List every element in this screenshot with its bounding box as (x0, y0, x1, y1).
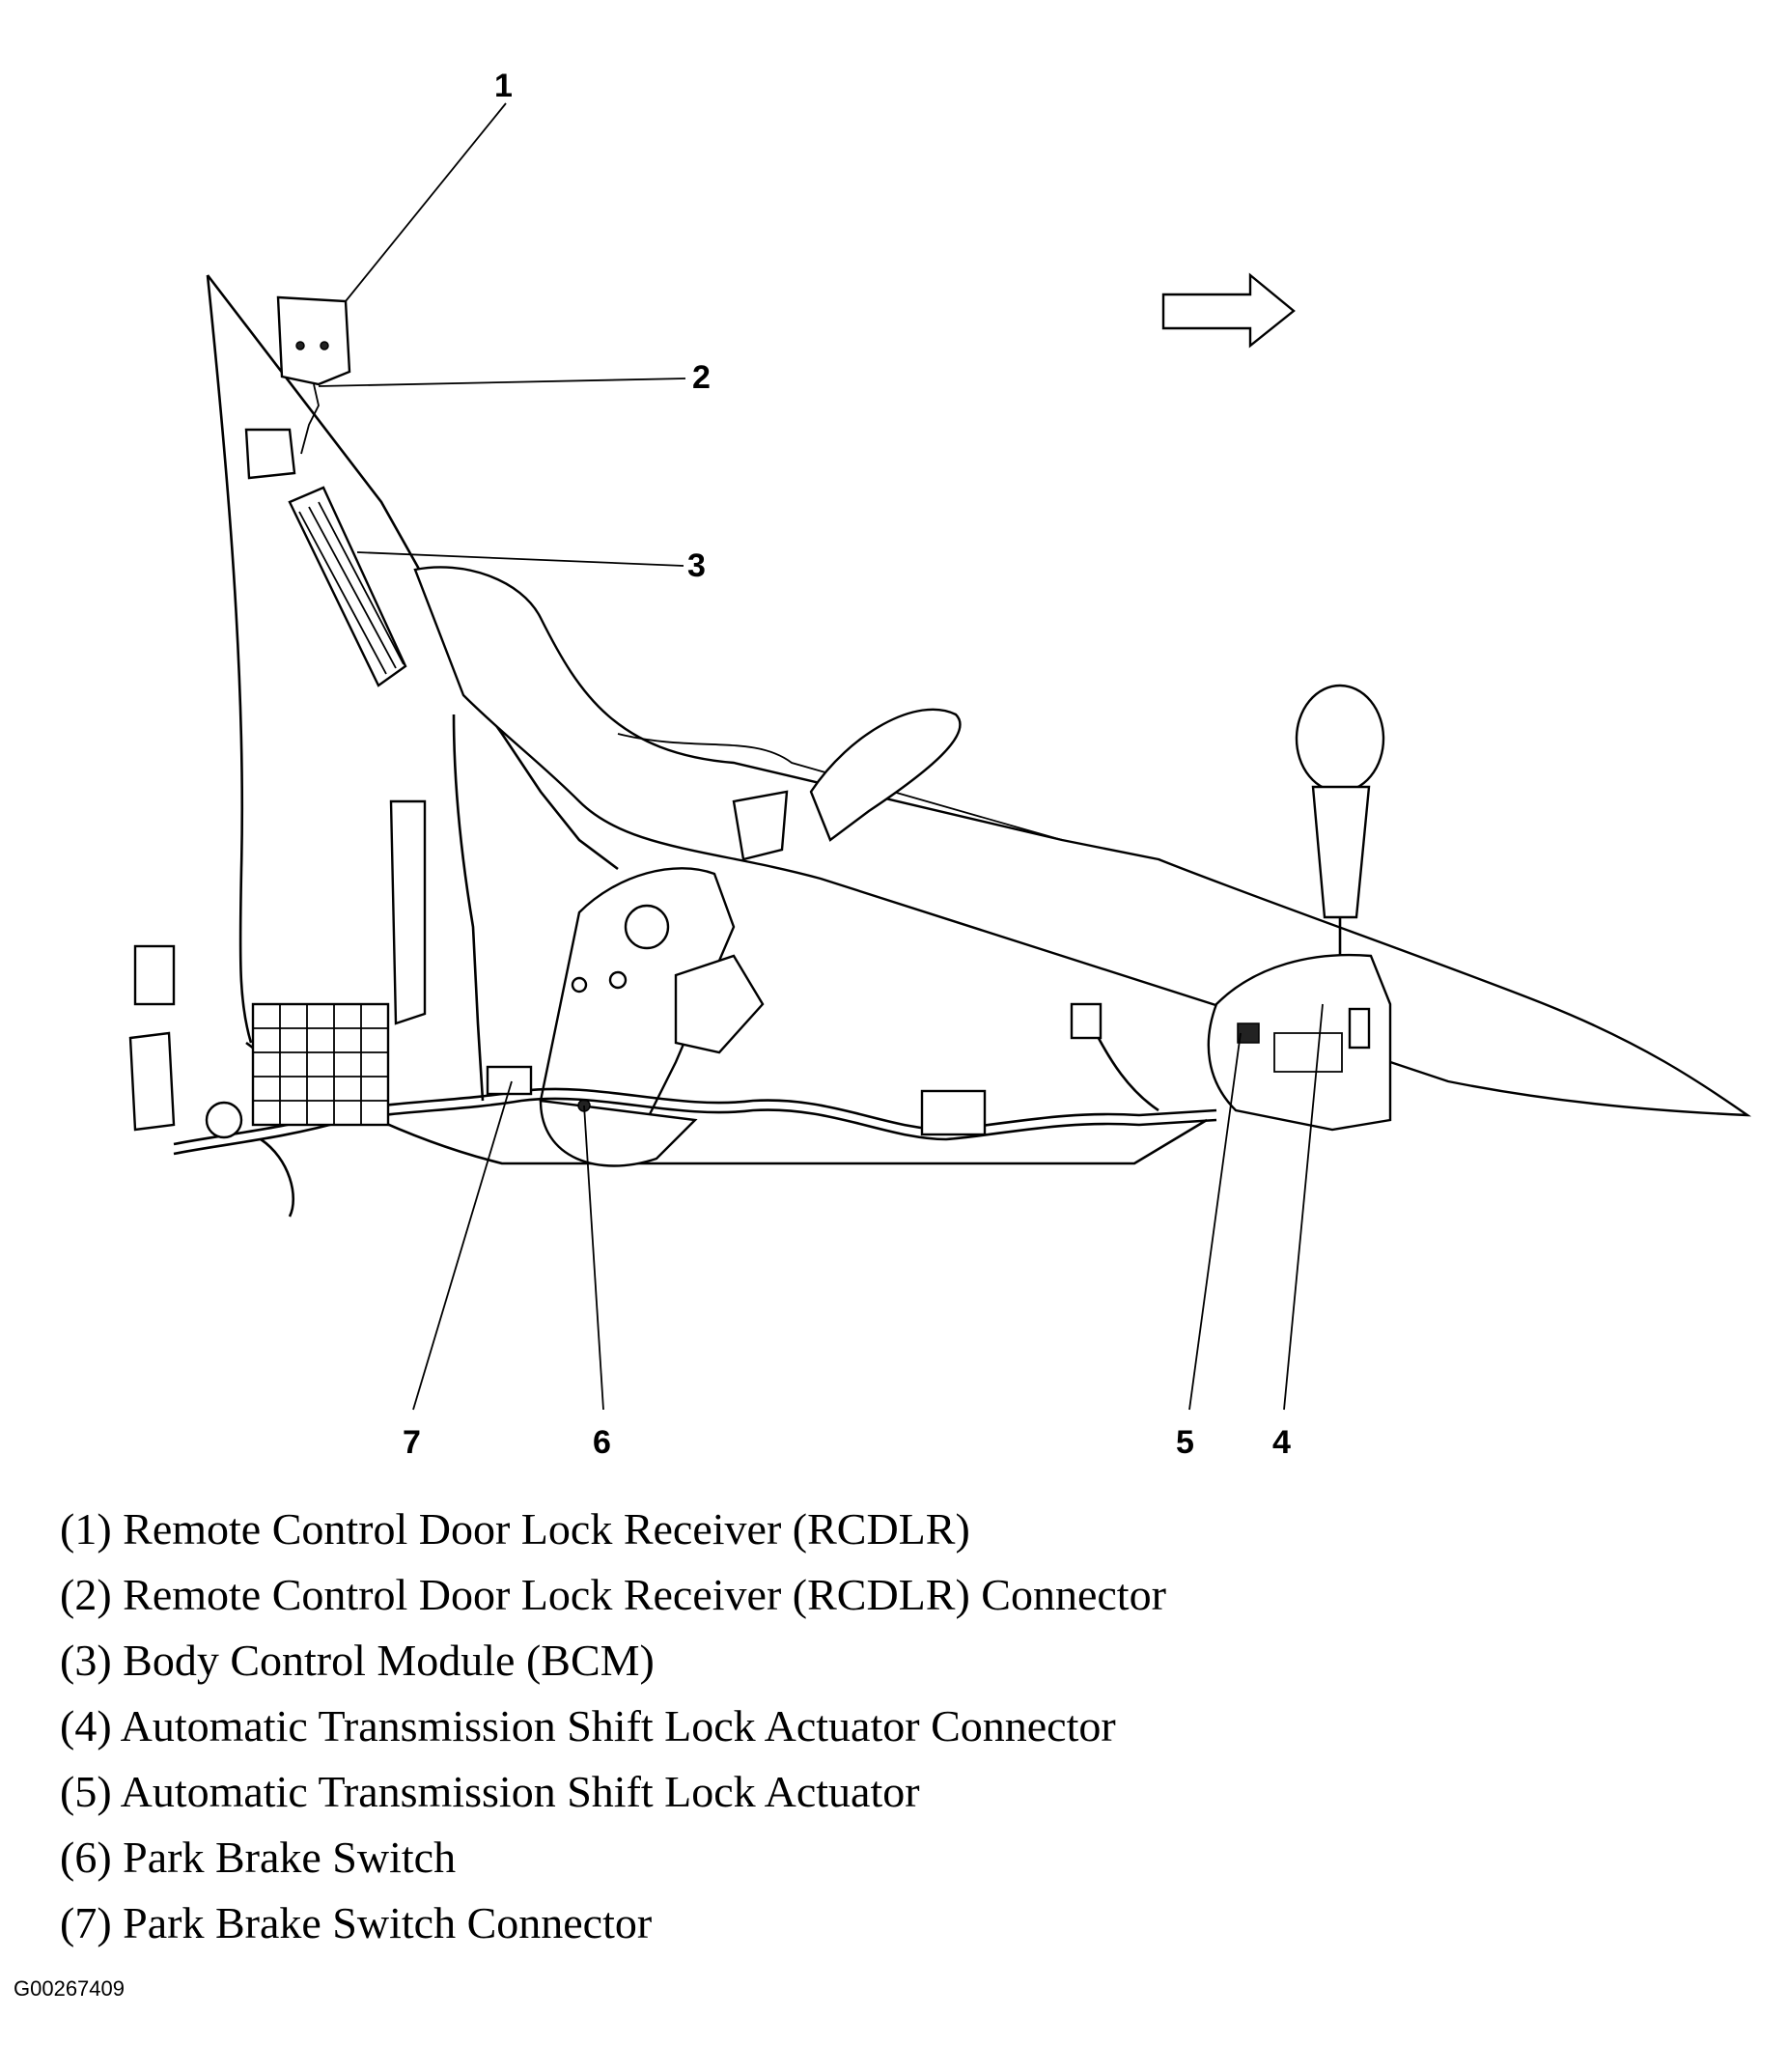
legend-item: (5) Automatic Transmission Shift Lock Ac… (60, 1767, 920, 1816)
callout-7: 7 (403, 1424, 421, 1461)
callout-leaders (318, 102, 1324, 1411)
callout-6: 6 (593, 1424, 611, 1461)
callout-5: 5 (1176, 1424, 1194, 1461)
legend-item: (1) Remote Control Door Lock Receiver (R… (60, 1504, 970, 1554)
figure-id: G00267409 (14, 1976, 125, 2001)
bcm-module (244, 428, 407, 687)
legend-item: (7) Park Brake Switch Connector (60, 1898, 653, 1947)
callout-3: 3 (687, 547, 706, 584)
rcdlr-module (276, 295, 351, 455)
legend-item: (6) Park Brake Switch (60, 1833, 457, 1882)
component-legend: (1) Remote Control Door Lock Receiver (R… (60, 1497, 1508, 1956)
shift-lock-housing (1207, 953, 1392, 1132)
callout-1: 1 (494, 68, 513, 104)
left-connectors (128, 799, 427, 1218)
vehicle-console-diagram: 1 2 3 4 5 6 7 (128, 68, 1752, 1461)
center-console (413, 566, 1752, 1117)
callout-4: 4 (1272, 1424, 1291, 1461)
callout-2: 2 (692, 359, 711, 396)
legend-item: (2) Remote Control Door Lock Receiver (R… (60, 1570, 1166, 1619)
legend-item: (4) Automatic Transmission Shift Lock Ac… (60, 1701, 1116, 1750)
legend-item: (3) Body Control Module (BCM) (60, 1636, 655, 1685)
gear-shifter (1295, 684, 1385, 975)
park-brake-assembly (539, 867, 765, 1167)
forward-arrow-icon (1161, 272, 1296, 349)
